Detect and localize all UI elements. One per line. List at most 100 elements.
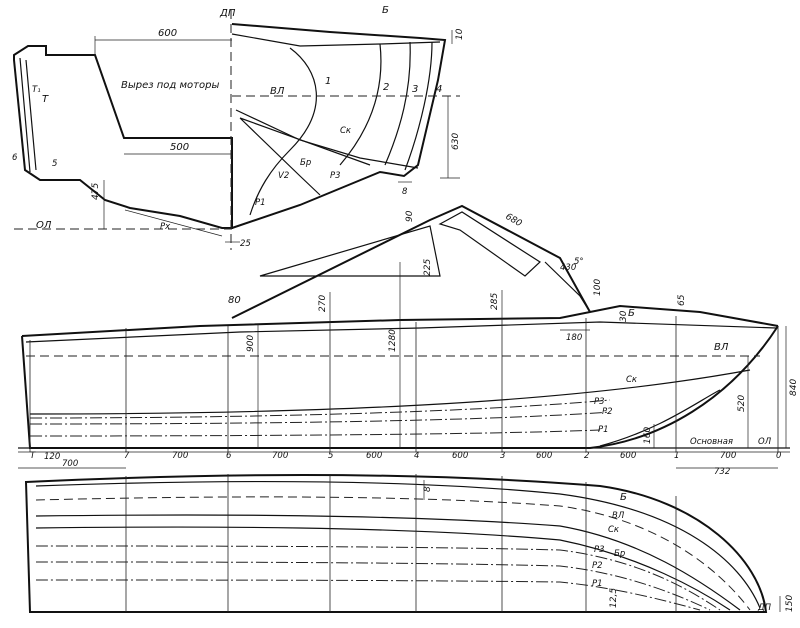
dim-label-5deg: 5°	[574, 257, 584, 267]
label-sk-profile: Ск	[626, 375, 638, 385]
label-osnovnaya: Основная	[690, 437, 733, 447]
label-ol-profile: ОЛ	[758, 437, 772, 447]
dim-px	[124, 209, 223, 237]
label-p1-top: Р1	[255, 198, 266, 208]
chine-sk	[29, 369, 751, 415]
label-p3-top: Р3	[330, 171, 341, 181]
dim-label-225: 225	[423, 259, 433, 276]
label-station-5-top: 5	[52, 159, 57, 169]
plan-br	[35, 526, 731, 611]
dim-label-285: 285	[490, 293, 500, 310]
station-num-6: 6	[226, 451, 232, 461]
cabin-window	[259, 225, 441, 277]
dim-label-270: 270	[318, 295, 328, 312]
label-sk-plan: Ск	[608, 525, 620, 535]
label-p3-plan: Р3	[594, 545, 605, 555]
label-vl-profile: ВЛ	[714, 342, 729, 353]
windshield-frame	[438, 211, 541, 277]
buttock-lines	[239, 117, 371, 196]
buttock-p2	[29, 411, 611, 425]
station-num-1: 1	[674, 451, 679, 461]
dim-label-120: 120	[44, 452, 60, 462]
dim-label-80: 80	[228, 295, 241, 306]
hull-sheer	[21, 304, 779, 337]
dim-label-600b: 600	[452, 451, 468, 461]
dim-label-25: 25	[240, 239, 251, 249]
label-ol-top: ОЛ	[36, 220, 52, 231]
deck-line	[25, 321, 777, 343]
plan-view: Б ВЛ Ск Бр Р3 Р2 Р1 ДП 8 12,5 150	[24, 474, 795, 613]
plan-inner-sheer	[35, 480, 761, 609]
dim-label-700e: 700	[720, 451, 736, 461]
station-num-0: 0	[776, 451, 781, 461]
deck-curve	[231, 33, 441, 47]
plan-p2	[35, 561, 711, 611]
label-dp-top: ДП	[219, 8, 236, 19]
station-num-t: Т	[30, 451, 36, 461]
label-station-6-top: 6	[12, 153, 18, 163]
label-b-profile: Б	[628, 308, 635, 319]
label-px: Рх	[160, 222, 171, 232]
stem-line	[599, 389, 721, 447]
label-sk-top: Ск	[340, 126, 352, 136]
station-num-3: 3	[500, 451, 505, 461]
label-station-4: 4	[436, 84, 442, 95]
station-num-7: 7	[124, 451, 130, 461]
buttock-p3	[29, 399, 611, 419]
dim-label-100: 100	[593, 279, 603, 296]
dim-label-12-5: 12,5	[609, 588, 619, 608]
buttock-p1	[29, 429, 601, 437]
label-vl-top: ВЛ	[270, 86, 285, 97]
dim-label-600-top: 600	[158, 28, 177, 39]
body-plan: ДП Вырез под моторы Б ВЛ 1 2 3 4 Ск Бр V…	[12, 5, 465, 250]
station-4	[404, 41, 433, 171]
label-br-plan: Бр	[614, 549, 625, 559]
label-p2-plan: Р2	[592, 561, 603, 571]
label-station-3: 3	[412, 84, 418, 95]
dim-label-700c: 700	[272, 451, 288, 461]
plan-p3	[35, 545, 721, 611]
label-v2: V2	[278, 171, 289, 181]
chine-line	[235, 109, 419, 169]
plan-sk	[35, 514, 741, 611]
dim-label-680: 680	[504, 212, 524, 229]
dim-label-840: 840	[789, 379, 799, 396]
plan-station-verticals	[125, 474, 677, 612]
dim-label-732: 732	[714, 467, 730, 477]
windshield-post	[544, 261, 591, 313]
dim-label-180: 180	[566, 333, 582, 343]
dim-label-150: 150	[785, 595, 795, 612]
label-p1-plan: Р1	[592, 579, 603, 589]
station-1	[249, 47, 317, 216]
dim-chain	[18, 451, 790, 469]
label-p1-profile: Р1	[598, 425, 609, 435]
station-3	[384, 41, 411, 166]
dim-label-10: 10	[455, 28, 465, 40]
label-b-plan: Б	[620, 492, 627, 503]
dim-630	[440, 96, 460, 179]
transom-outline	[13, 45, 233, 229]
dim-label-90: 90	[405, 210, 415, 222]
dim-label-600d: 600	[620, 451, 636, 461]
station-verticals	[29, 316, 779, 452]
dim-label-160: 160	[643, 427, 653, 444]
station-num-4: 4	[414, 451, 419, 461]
plan-p1	[35, 579, 701, 611]
label-p3-profile: Р3	[594, 397, 605, 407]
dim-label-1280: 1280	[388, 329, 398, 352]
label-br-top: Бр	[300, 158, 311, 168]
dim-label-600a: 600	[366, 451, 382, 461]
label-motor-cut: Вырез под моторы	[121, 80, 219, 91]
station-2	[339, 43, 382, 166]
dim-label-65: 65	[677, 294, 687, 306]
dim-label-475: 475	[91, 183, 101, 200]
plan-outline	[24, 474, 768, 613]
label-b-top: Б	[382, 5, 389, 16]
label-dp-plan: ДП	[757, 603, 772, 613]
dim-label-430: 430	[560, 263, 576, 273]
label-vl-plan: ВЛ	[612, 511, 625, 521]
cabin-roof	[231, 204, 591, 319]
label-station-2: 2	[383, 82, 389, 93]
